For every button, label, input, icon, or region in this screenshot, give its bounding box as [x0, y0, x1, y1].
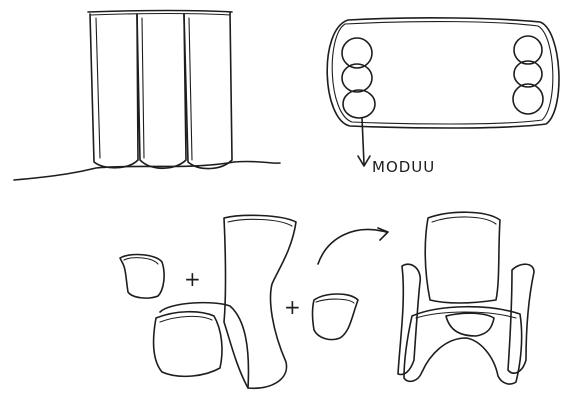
- plus-sign-1: +: [184, 267, 201, 291]
- chair-backrest: [425, 212, 500, 303]
- module-circle: [513, 84, 543, 114]
- module-circle: [343, 90, 375, 118]
- left-armrest: [398, 264, 420, 374]
- module-circle: [514, 36, 542, 64]
- module-circle: [514, 61, 542, 87]
- panel-group-sketch: [14, 11, 280, 181]
- plus-sign-2: +: [284, 295, 301, 319]
- seat-cushion: [446, 313, 494, 336]
- module-pointer-line: [362, 118, 364, 164]
- panel-left: [90, 14, 138, 168]
- chair-seat: [404, 307, 522, 384]
- assembled-chair-sketch: [398, 212, 534, 384]
- module-board-sketch: MODUU: [327, 18, 559, 176]
- module-board-outline: [327, 18, 559, 128]
- module-label: MODUU: [372, 158, 435, 176]
- assembly-sketch: + +: [120, 215, 358, 388]
- transform-arrow: [318, 228, 388, 264]
- chair-base-block: [154, 312, 222, 377]
- cushion-block: [120, 255, 164, 299]
